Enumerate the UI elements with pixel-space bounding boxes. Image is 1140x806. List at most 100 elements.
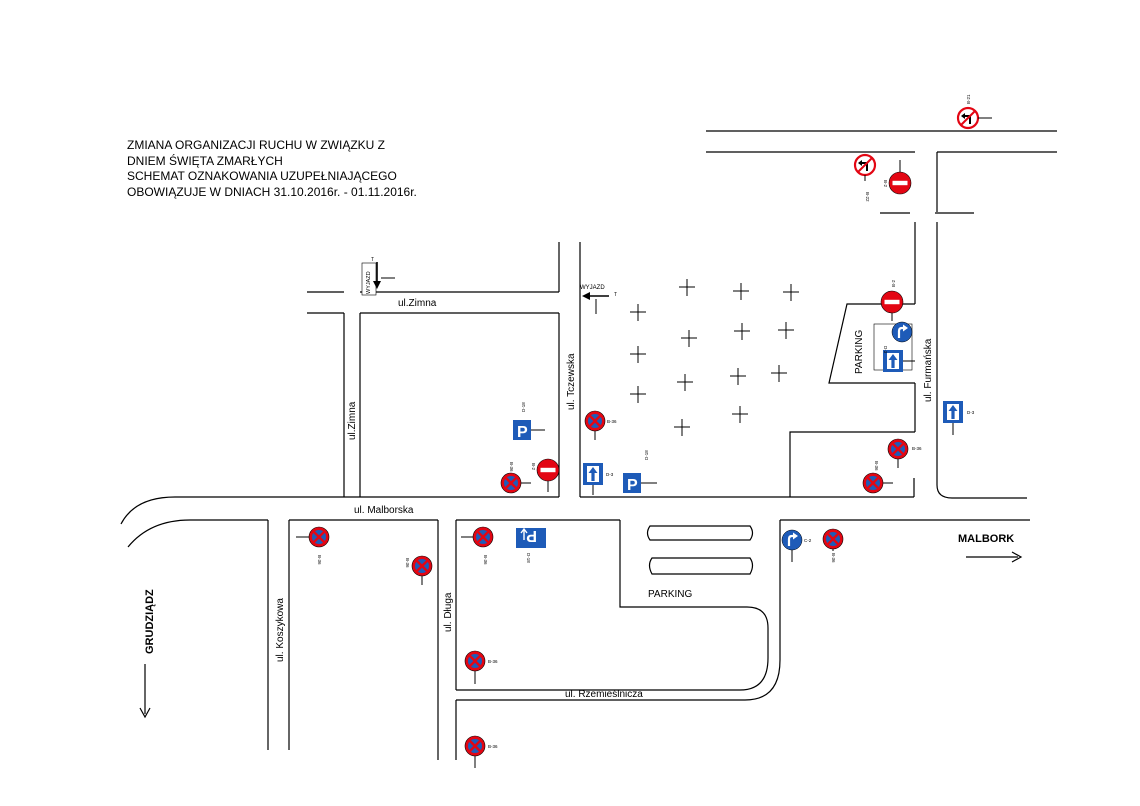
no-entry-icon	[888, 171, 912, 195]
arrow-left-icon	[582, 292, 590, 300]
sign-code: D-3	[606, 472, 614, 477]
sign-code: B-2	[891, 280, 896, 288]
direction-malbork: MALBORK	[958, 533, 1023, 563]
sign-code: B-36	[488, 744, 498, 749]
cross-icon	[777, 321, 795, 340]
street-dluga: ul. Długa	[443, 592, 454, 632]
sign-code: B-36	[405, 558, 410, 568]
arrow-right-icon	[1011, 551, 1023, 563]
one-way-icon	[883, 350, 903, 372]
sign-code: B-36	[912, 446, 922, 451]
arrow-down-icon	[139, 707, 151, 719]
parking-icon	[623, 473, 641, 494]
sign-d3-tczewska: D-3	[583, 463, 614, 495]
sign-b36-koszykowa: B-36	[296, 525, 331, 565]
sign-c2-east: C-2	[780, 528, 812, 562]
no-stopping-icon	[499, 471, 523, 495]
no-entry-icon	[536, 458, 560, 482]
no-left-turn-icon	[853, 153, 877, 177]
exit-sign-label: WYJAZD	[580, 285, 605, 291]
svg-text:P: P	[526, 527, 537, 544]
exit-sign-code: T	[614, 292, 617, 298]
sign-b36-dluga-east: B-36	[461, 525, 495, 565]
header-line-2: DNIEM ŚWIĘTA ZMARŁYCH	[127, 153, 283, 168]
sign-code: B-36	[488, 659, 498, 664]
sign-code: D-3	[967, 410, 975, 415]
map-header: ZMIANA ORGANIZACJI RUCHU W ZWIĄZKU Z DNI…	[127, 138, 417, 200]
one-way-icon	[583, 463, 603, 485]
cross-icon	[629, 385, 647, 404]
cross-icon	[629, 303, 647, 322]
sign-b2-parking: B-2	[880, 280, 904, 321]
street-malborska: ul. Malborska	[354, 505, 414, 516]
no-stopping-icon	[583, 409, 607, 433]
exit-sign-code: T	[371, 257, 374, 263]
no-left-turn-icon	[956, 106, 980, 130]
sign-code: B-21	[966, 94, 971, 104]
sign-b2-top: B-2	[883, 160, 912, 195]
cross-icon	[678, 278, 696, 297]
turn-right-icon	[780, 528, 804, 552]
street-tczewska: ul. Tczewska	[566, 353, 577, 410]
sign-code: D-18	[644, 450, 649, 460]
sign-parking-cluster: D-3	[873, 320, 915, 372]
sign-code: C-2	[804, 538, 812, 543]
cross-icon	[731, 405, 749, 424]
street-koszykowa: ul. Koszykowa	[275, 598, 286, 662]
sign-b36-zimna: B-36	[499, 462, 531, 495]
one-way-icon	[943, 401, 963, 423]
exit-sign-label: WYJAZD	[366, 271, 372, 294]
cross-icon	[782, 283, 800, 302]
sign-code: B-2	[531, 463, 536, 471]
no-stopping-icon	[410, 554, 434, 578]
sign-code: D-18	[521, 402, 526, 412]
parking-label-center: PARKING	[648, 589, 692, 600]
no-stopping-icon	[821, 527, 845, 551]
arrow-down-icon	[373, 281, 381, 289]
sign-b36-dluga-west: B-36	[405, 554, 434, 585]
street-labels: ul.Zimna ul.Zimna ul. Tczewska ul. Malbo…	[275, 298, 934, 700]
exit-sign-tczewska: WYJAZD T	[580, 285, 617, 314]
cross-icon	[733, 322, 751, 341]
direction-grudziadz: GRUDZIĄDZ	[139, 589, 156, 719]
sign-b36-right-1: B-36	[886, 437, 922, 468]
no-stopping-icon	[307, 525, 331, 549]
cross-icon	[673, 418, 691, 437]
no-stopping-icon	[886, 437, 910, 461]
no-stopping-icon	[861, 471, 885, 495]
no-entry-icon	[880, 290, 904, 314]
sign-code: B-36	[509, 462, 514, 472]
sign-code: D-18	[526, 553, 531, 563]
cross-icon	[680, 329, 698, 348]
header-line-4: OBOWIĄZUJE W DNIACH 31.10.2016r. - 01.11…	[127, 184, 417, 199]
sign-d3-furmanska: D-3	[943, 401, 975, 435]
parking-icon	[513, 420, 531, 441]
no-stopping-icon	[471, 525, 495, 549]
sign-code: B-36	[874, 461, 879, 471]
no-stopping-icon	[463, 649, 487, 673]
sign-d18-cemetery: D-18	[623, 450, 657, 494]
exit-sign-zimna: WYJAZD T	[361, 257, 395, 296]
sign-b2-zimna: B-2	[531, 458, 560, 492]
sign-b22: B-22	[853, 153, 877, 202]
sign-code: B-36	[483, 555, 488, 565]
sign-b36-right-2: B-36	[861, 461, 893, 495]
cross-icon	[770, 364, 788, 383]
street-furmanska: ul. Furmańska	[923, 338, 934, 402]
cemetery-crosses	[629, 278, 800, 437]
sign-code: B-2	[883, 180, 888, 188]
cross-icon	[676, 373, 694, 392]
sign-b36-dluga-south: B-36	[463, 734, 498, 768]
direction-malbork-label: MALBORK	[958, 533, 1014, 545]
sign-b36-dluga-mid: B-36	[463, 649, 498, 684]
sign-code: B-22	[865, 192, 870, 202]
no-stopping-icon	[463, 734, 487, 758]
street-zimna-h: ul.Zimna	[398, 298, 437, 309]
sign-code: B-36	[831, 553, 836, 563]
sign-d18-zimna: D-18	[513, 402, 545, 441]
header-line-3: SCHEMAT OZNAKOWANIA UZUPEŁNIAJĄCEGO	[127, 169, 397, 183]
sign-d18-south: P D-18	[516, 527, 546, 563]
sign-b21: B-21	[956, 94, 992, 130]
parking-label-vertical: PARKING	[854, 330, 865, 374]
